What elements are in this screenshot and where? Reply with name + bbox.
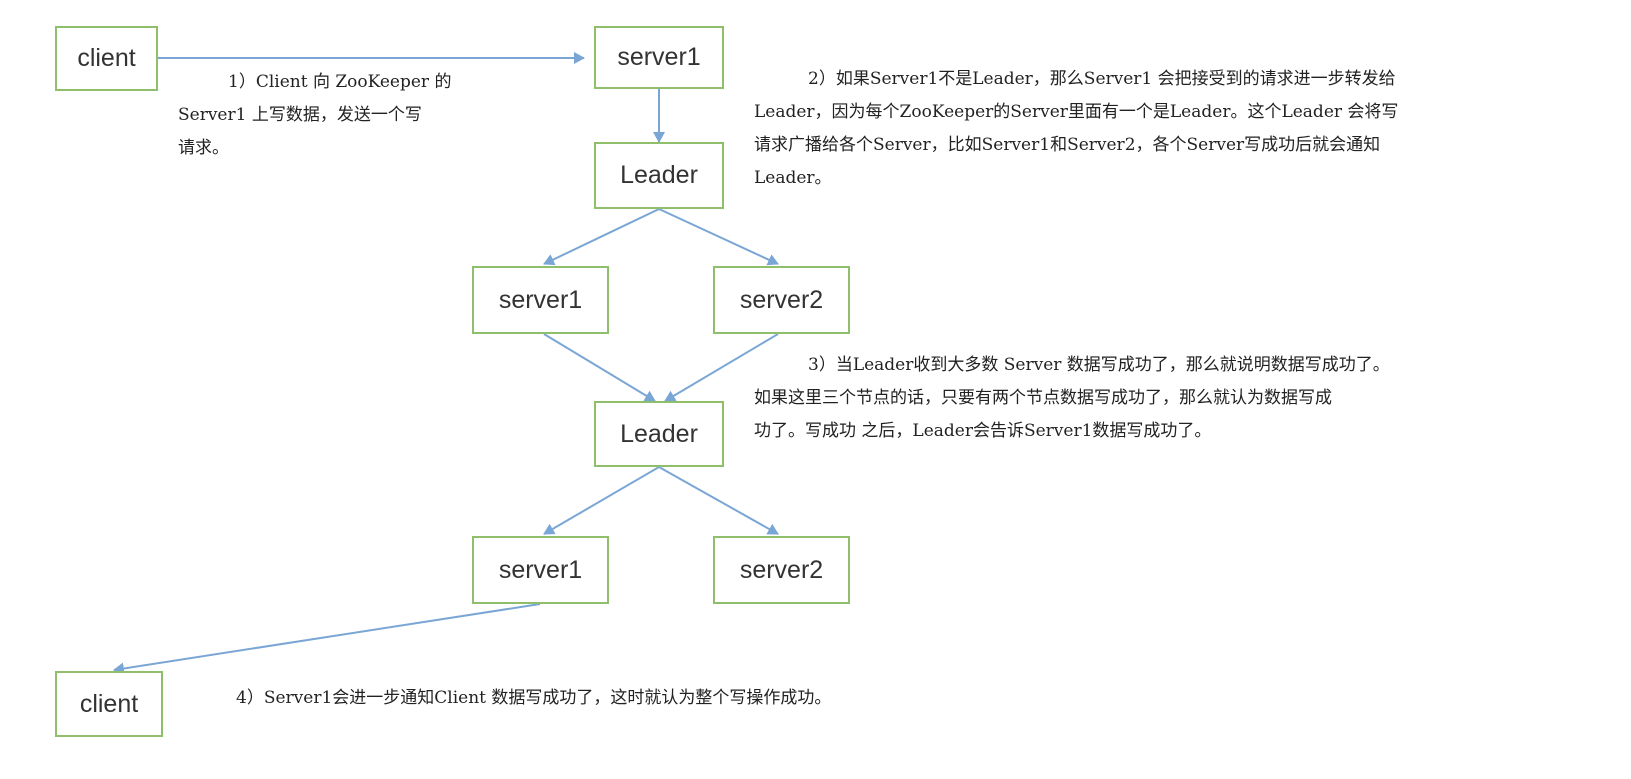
leader-node-2: Leader [594,401,724,467]
arrow-leader2-to-server2 [658,466,779,535]
note-step4: 4）Server1会进一步通知Client 数据写成功了，这时就认为整个写操作成… [236,682,831,715]
note-step3-line-1: 3）当Leader收到大多数 Server 数据写成功了，那么就说明数据写成功了… [808,355,1390,375]
arrow-leader-to-server1 [543,208,660,266]
arrow-leader-to-server2 [658,208,779,266]
note-step1-line-2: Server1 上写数据，发送一个写 [178,105,422,125]
leader-node-1: Leader [594,142,724,209]
client-node-bottom: client [55,671,163,737]
server1-node-mid: server1 [472,266,609,334]
note-step2-line-1: 2）如果Server1不是Leader，那么Server1 会把接受到的请求进一… [808,69,1396,89]
server1-node-bottom: server1 [472,536,609,604]
arrow-server2-to-leader2 [664,333,779,402]
note-step3-line-2: 如果这里三个节点的话，只要有两个节点数据写成功了，那么就认为数据写成 [754,388,1332,408]
arrow-leader2-to-server1 [543,466,660,535]
note-step2-line-3: 请求广播给各个Server，比如Server1和Server2，各个Server… [754,135,1381,155]
server2-node-bottom: server2 [713,536,850,604]
note-step1: 1）Client 向 ZooKeeper 的 Server1 上写数据，发送一个… [178,66,451,165]
note-step3-line-3: 功了。写成功 之后，Leader会告诉Server1数据写成功了。 [754,421,1212,441]
arrow-server1-to-client [113,603,541,675]
server2-node-mid: server2 [713,266,850,334]
note-step1-line-3: 请求。 [178,138,229,158]
note-step2: 2）如果Server1不是Leader，那么Server1 会把接受到的请求进一… [754,63,1398,195]
client-node-top: client [55,26,158,91]
note-step3: 3）当Leader收到大多数 Server 数据写成功了，那么就说明数据写成功了… [754,349,1390,448]
arrow-server1-to-leader2 [543,333,656,402]
note-step4-line-1: 4）Server1会进一步通知Client 数据写成功了，这时就认为整个写操作成… [236,688,832,708]
note-step2-line-4: Leader。 [754,168,832,188]
note-step2-line-2: Leader，因为每个ZooKeeper的Server里面有一个是Leader。… [754,102,1399,122]
note-step1-line-1: 1）Client 向 ZooKeeper 的 [228,72,452,92]
server1-node-top: server1 [594,26,724,89]
